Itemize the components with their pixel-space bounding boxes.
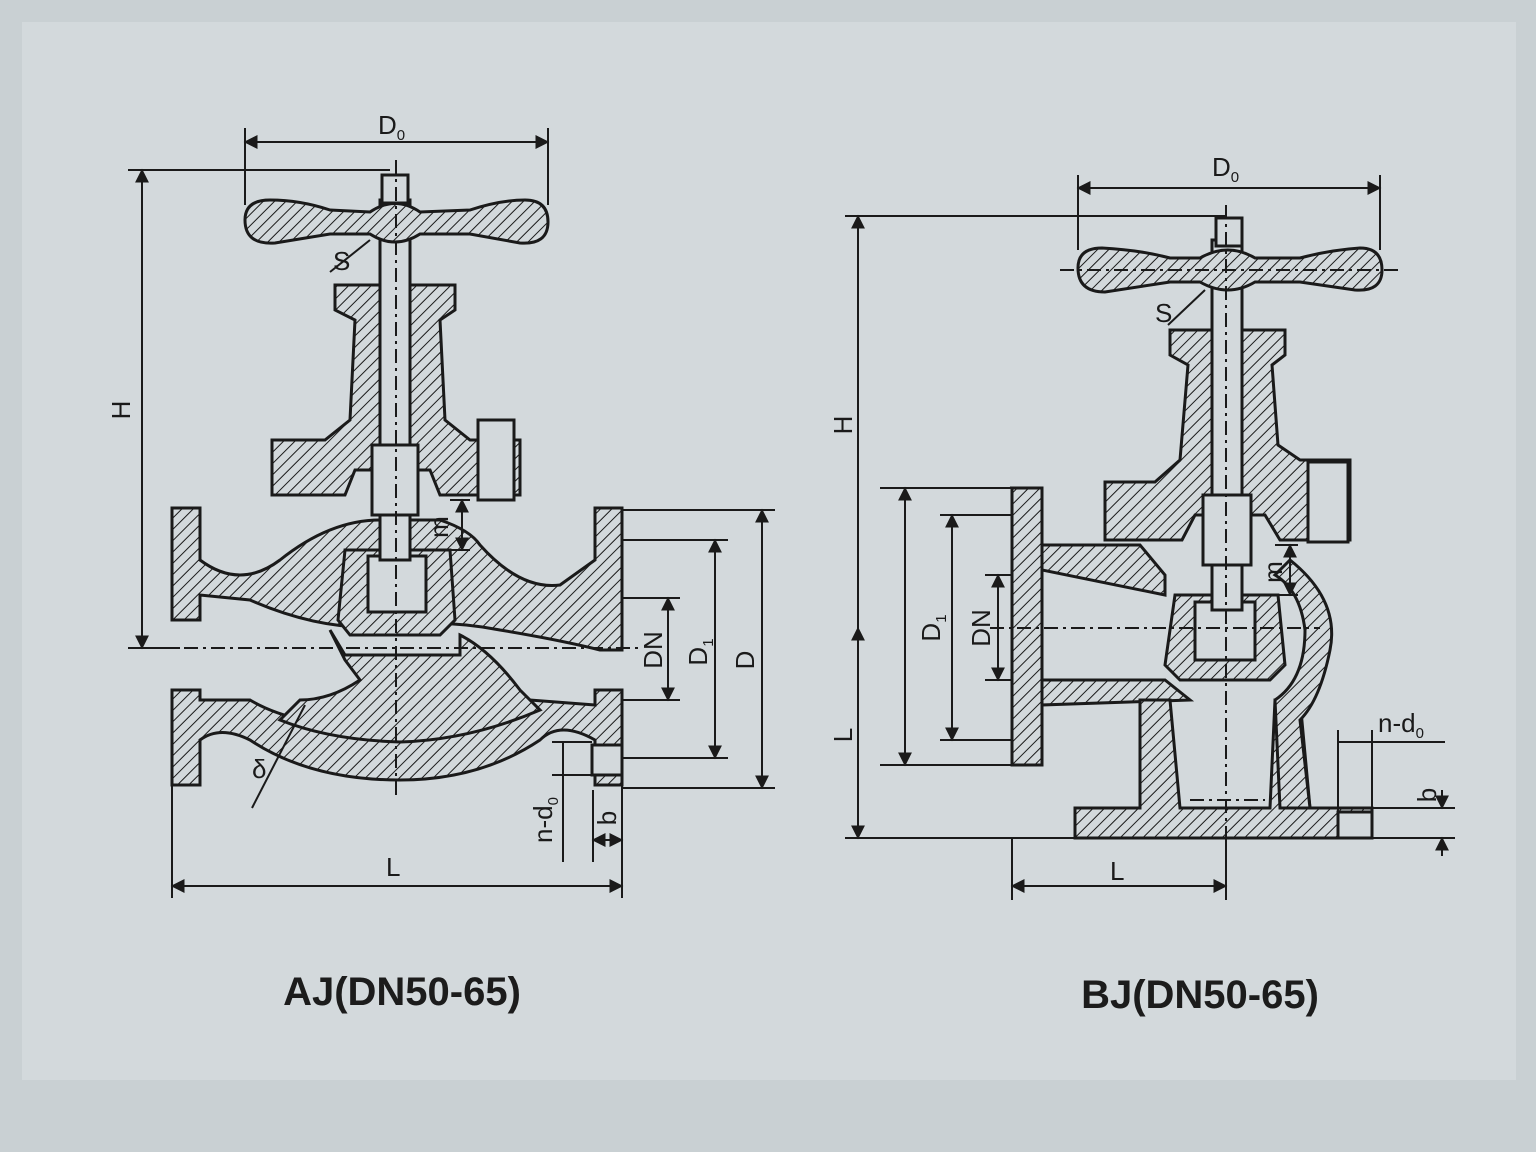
aj-flange-bolt-hole xyxy=(590,743,624,777)
aj-label-delta: δ xyxy=(252,754,266,784)
bj-inlet-flange xyxy=(1010,486,1044,767)
aj-label-s: S xyxy=(333,246,350,276)
bj-side-wall-section xyxy=(1272,557,1334,810)
aj-label-d: D xyxy=(730,651,760,670)
aj-label-d1: D1 xyxy=(683,638,717,665)
aj-label-h: H xyxy=(106,401,136,420)
bj-label-d1: D1 xyxy=(916,614,950,641)
bj-label-h: H xyxy=(828,416,858,435)
aj-caption: AJ(DN50-65) xyxy=(283,970,521,1014)
paper-panel xyxy=(22,22,1516,1080)
bj-label-l-vertical: L xyxy=(828,728,858,742)
valve-aj-drawing: D0 H S m DN D1 D δ n-d0 b L xyxy=(106,110,775,898)
aj-web-section xyxy=(277,629,543,744)
bj-label-m: m xyxy=(1258,561,1288,583)
bj-label-s: S xyxy=(1155,298,1172,328)
aj-label-l: L xyxy=(386,852,400,882)
aj-label-b: b xyxy=(592,811,622,825)
valve-bj-drawing: D0 H S m D1 DN L n-d0 b L xyxy=(828,152,1455,900)
aj-bolt xyxy=(476,418,516,502)
bj-label-d0: D0 xyxy=(1212,152,1239,186)
bj-label-l: L xyxy=(1110,856,1124,886)
bj-label-b: b xyxy=(1412,788,1442,802)
bj-caption: BJ(DN50-65) xyxy=(1081,973,1319,1017)
aj-label-dn: DN xyxy=(638,631,668,669)
aj-label-d0: D0 xyxy=(378,110,405,144)
bj-label-nd0: n-d0 xyxy=(1378,708,1424,742)
bj-label-dn: DN xyxy=(966,609,996,647)
aj-label-m: m xyxy=(424,516,454,538)
bj-handwheel-nut xyxy=(1214,216,1244,248)
aj-label-nd0: n-d0 xyxy=(528,797,562,843)
bj-bolt xyxy=(1306,460,1350,544)
bj-flange-bolt-hole xyxy=(1336,810,1374,840)
